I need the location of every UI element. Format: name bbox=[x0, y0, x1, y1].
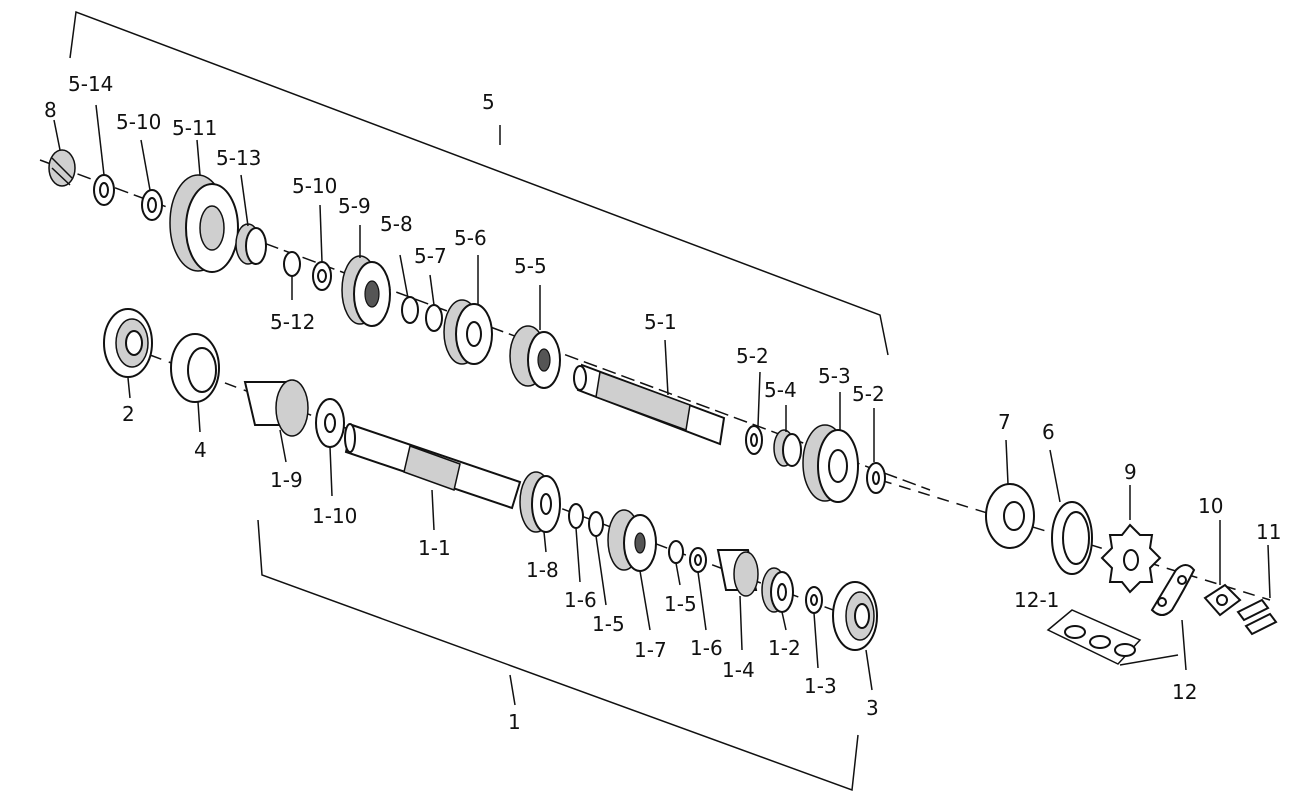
part-5-3-gear bbox=[802, 424, 859, 503]
part-12-1-master-link bbox=[1046, 609, 1142, 665]
part-1-5-ring-a bbox=[588, 511, 604, 537]
part-5-6-gear bbox=[443, 299, 493, 365]
label-5-10-b: 5-10 bbox=[292, 174, 338, 198]
label-5-1: 5-1 bbox=[644, 310, 677, 334]
part-1-8-gear bbox=[519, 471, 561, 533]
part-8-needle bbox=[48, 149, 76, 187]
part-1-2-gear bbox=[761, 567, 794, 613]
label-5-9: 5-9 bbox=[338, 194, 371, 218]
part-1-6-washer-a bbox=[568, 503, 584, 529]
part-7-bearing bbox=[985, 483, 1035, 549]
label-7: 7 bbox=[998, 410, 1011, 434]
part-5-14-washer bbox=[93, 174, 115, 206]
label-5-11: 5-11 bbox=[172, 116, 218, 140]
part-5-10-washer-b bbox=[312, 261, 332, 291]
bracket-group-5 bbox=[69, 10, 889, 356]
label-1-5-b: 1-5 bbox=[664, 592, 697, 616]
label-1-2: 1-2 bbox=[768, 636, 801, 660]
label-9: 9 bbox=[1124, 460, 1137, 484]
part-1-4-gear bbox=[716, 549, 759, 597]
part-5-8-ring bbox=[401, 296, 419, 324]
label-3: 3 bbox=[866, 696, 879, 720]
label-1-10: 1-10 bbox=[312, 504, 358, 528]
label-5-7: 5-7 bbox=[414, 244, 447, 268]
label-5-13: 5-13 bbox=[216, 146, 262, 170]
part-6-oil-seal bbox=[1051, 501, 1093, 575]
part-1-9-gear bbox=[243, 379, 309, 437]
part-1-5-ring-b bbox=[668, 540, 684, 564]
label-11: 11 bbox=[1256, 520, 1282, 544]
part-5-2-washer-a bbox=[745, 425, 763, 455]
part-5-2-washer-b bbox=[866, 462, 886, 494]
part-5-9-gear bbox=[341, 255, 391, 327]
label-12-1: 12-1 bbox=[1014, 588, 1060, 612]
label-1: 1 bbox=[508, 710, 521, 734]
part-5-7-ring bbox=[425, 304, 443, 332]
label-5-10-a: 5-10 bbox=[116, 110, 162, 134]
label-5-3: 5-3 bbox=[818, 364, 851, 388]
label-1-3: 1-3 bbox=[804, 674, 837, 698]
part-1-6-washer-b bbox=[689, 547, 707, 573]
part-5-10-washer-a bbox=[141, 189, 163, 221]
label-5-8: 5-8 bbox=[380, 212, 413, 236]
label-5-14: 5-14 bbox=[68, 72, 114, 96]
part-5-11-gear bbox=[169, 174, 239, 273]
label-1-9: 1-9 bbox=[270, 468, 303, 492]
label-5-2-b: 5-2 bbox=[852, 382, 885, 406]
part-5-4-bushing bbox=[773, 429, 802, 467]
label-2: 2 bbox=[122, 402, 135, 426]
label-8: 8 bbox=[44, 98, 57, 122]
part-10-fixing-plate bbox=[1203, 583, 1242, 617]
part-3-bearing bbox=[832, 581, 878, 651]
part-1-7-gear bbox=[607, 509, 657, 572]
label-1-5-a: 1-5 bbox=[592, 612, 625, 636]
bracket-group-1 bbox=[257, 519, 859, 792]
label-5-12: 5-12 bbox=[270, 310, 316, 334]
part-5-1-countershaft bbox=[573, 363, 726, 446]
label-5-6: 5-6 bbox=[454, 226, 487, 250]
leader-lines bbox=[53, 104, 1271, 691]
label-1-8: 1-8 bbox=[526, 558, 559, 582]
label-5-5: 5-5 bbox=[514, 254, 547, 278]
label-4: 4 bbox=[194, 438, 207, 462]
label-1-4: 1-4 bbox=[722, 658, 755, 682]
part-1-1-mainshaft bbox=[344, 423, 522, 510]
label-1-7: 1-7 bbox=[634, 638, 667, 662]
label-10: 10 bbox=[1198, 494, 1224, 518]
part-12-drive-chain bbox=[1150, 564, 1196, 616]
label-1-1: 1-1 bbox=[418, 536, 451, 560]
part-9-sprocket bbox=[1100, 523, 1162, 594]
bracket-leader-1 bbox=[509, 674, 516, 706]
part-11-bolts bbox=[1236, 598, 1278, 636]
part-1-3-washer bbox=[805, 586, 823, 614]
part-5-13-bushing bbox=[235, 223, 267, 265]
label-5-4: 5-4 bbox=[764, 378, 797, 402]
label-6: 6 bbox=[1042, 420, 1055, 444]
bracket-group-12 bbox=[1119, 654, 1179, 666]
part-1-10-washer bbox=[315, 398, 345, 448]
part-5-12-ring bbox=[283, 251, 301, 277]
part-5-5-gear bbox=[509, 325, 561, 389]
label-1-6-a: 1-6 bbox=[564, 588, 597, 612]
part-4-oil-seal bbox=[170, 333, 220, 403]
label-1-6-b: 1-6 bbox=[690, 636, 723, 660]
label-12: 12 bbox=[1172, 680, 1198, 704]
label-5-2-a: 5-2 bbox=[736, 344, 769, 368]
part-2-bearing bbox=[103, 308, 153, 378]
label-5: 5 bbox=[482, 90, 495, 114]
